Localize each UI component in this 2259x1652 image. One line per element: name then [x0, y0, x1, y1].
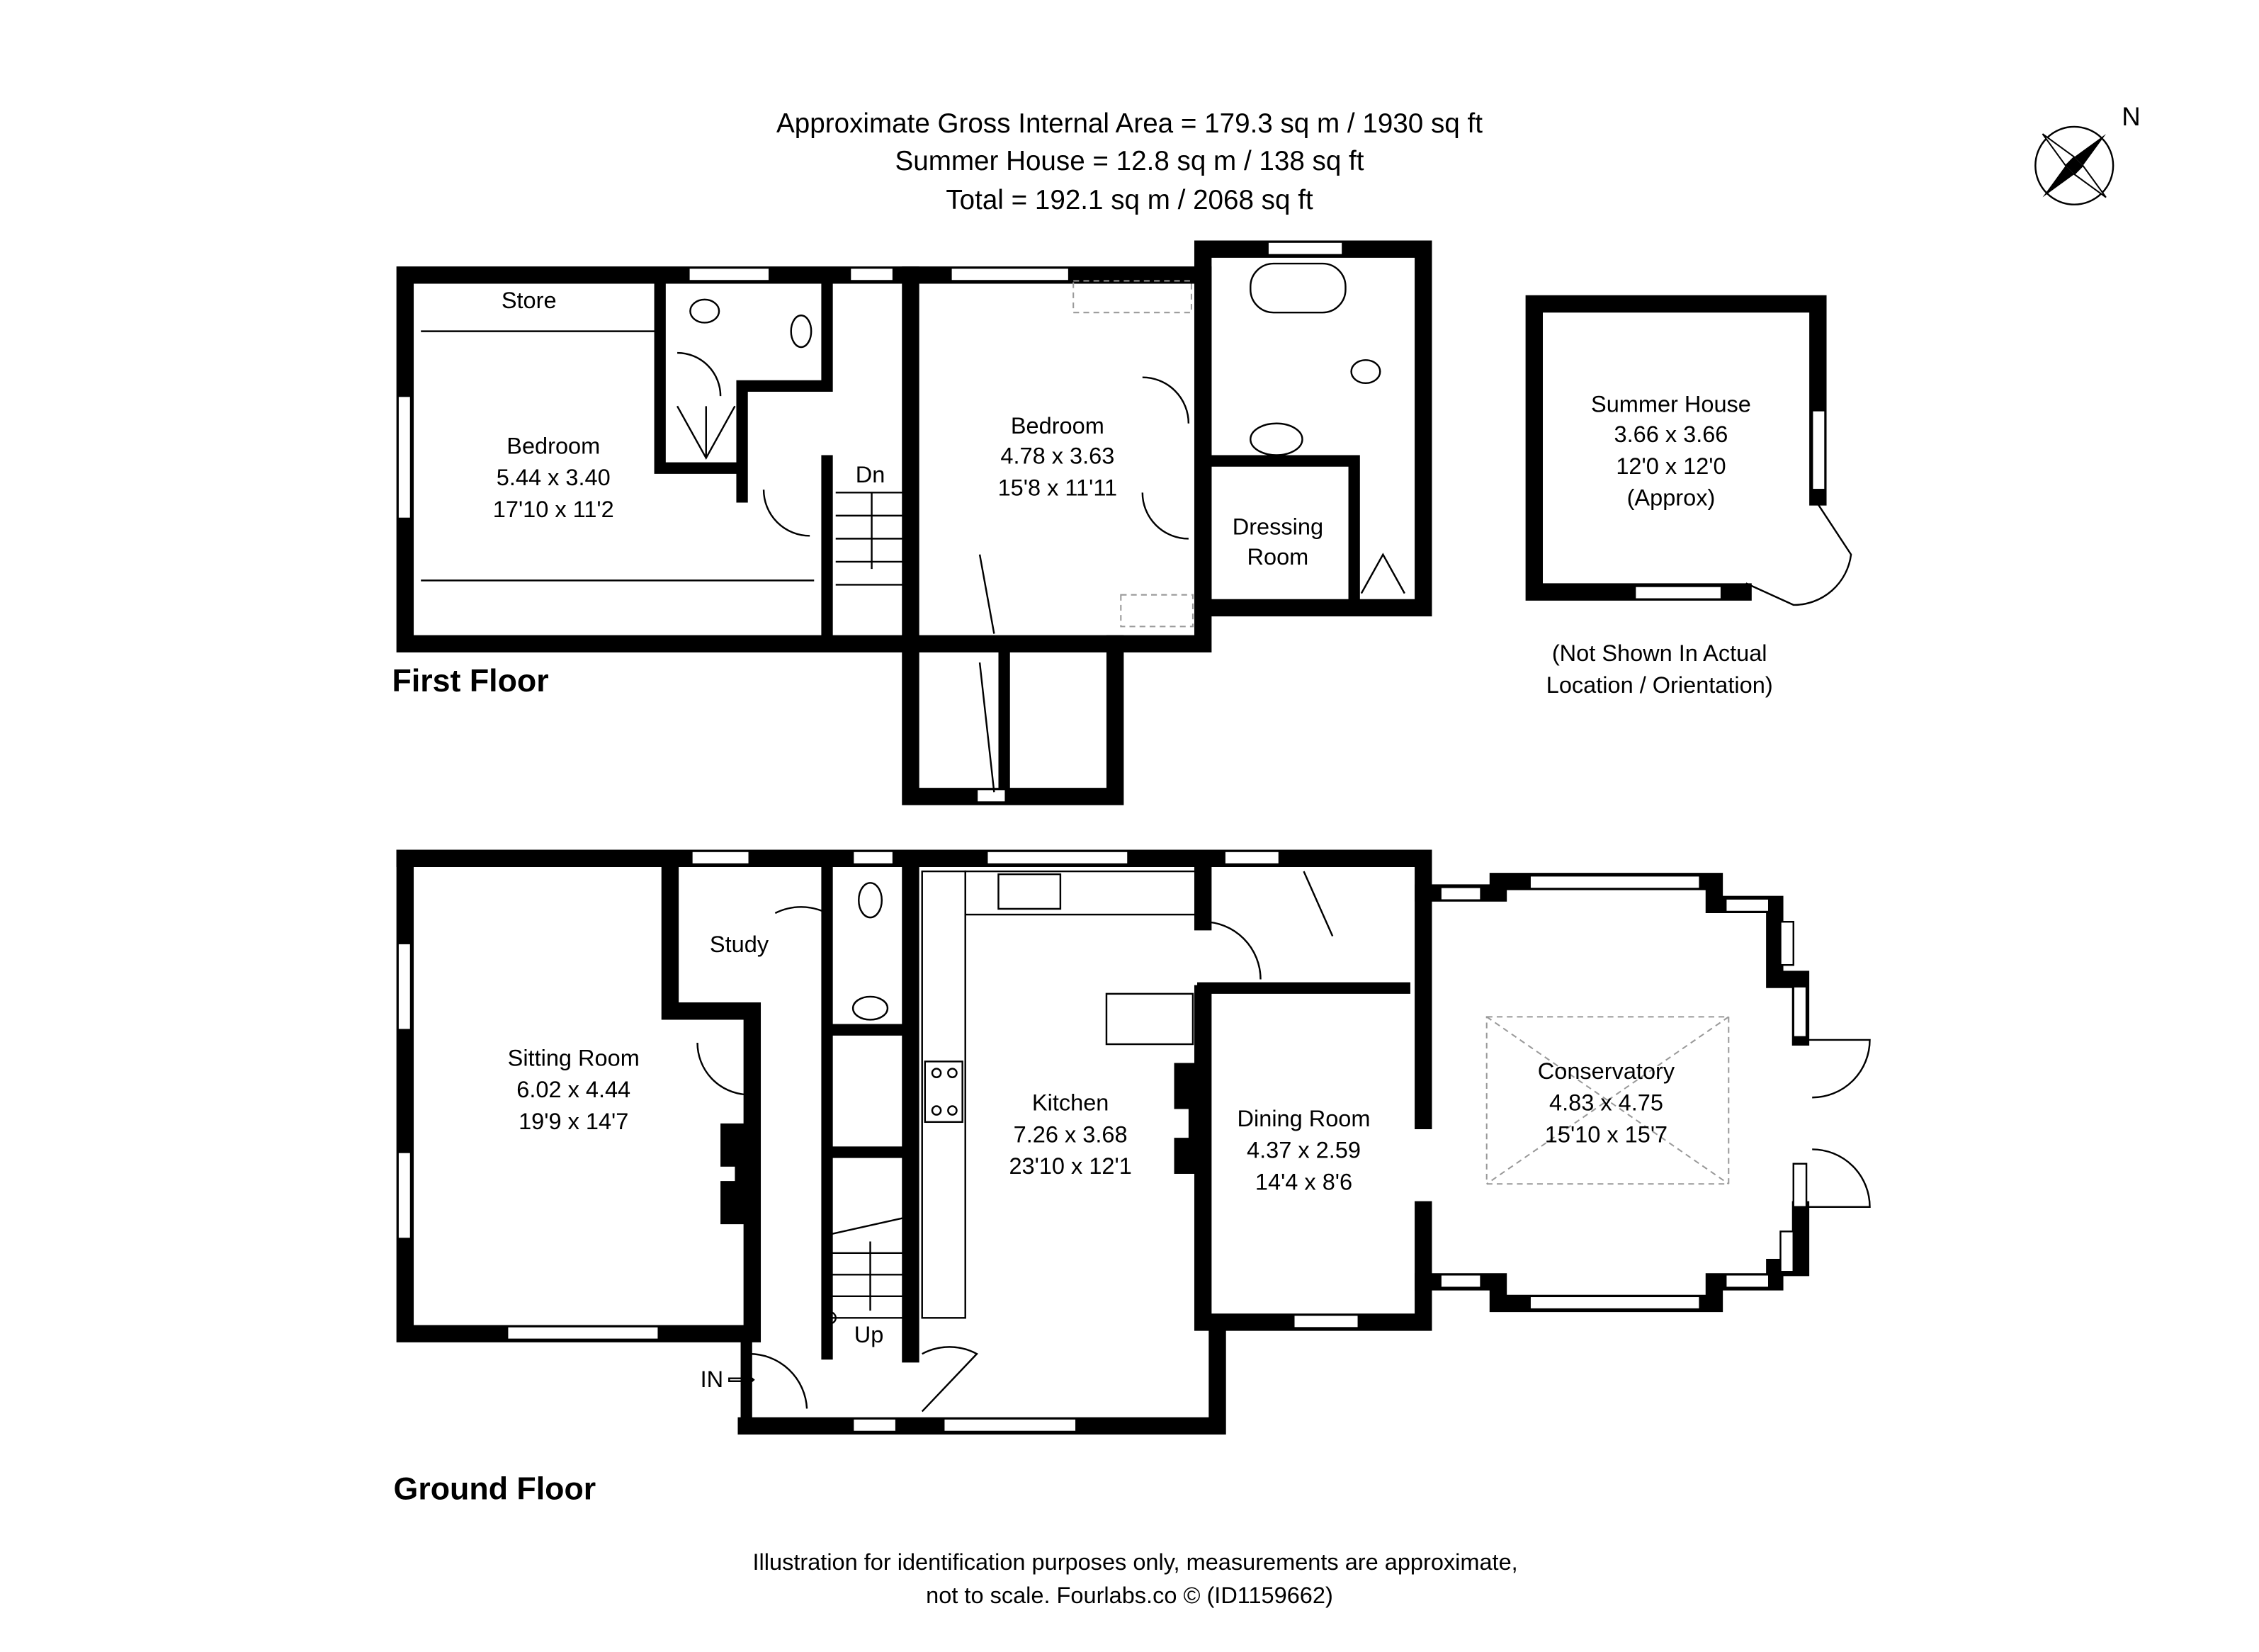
- kitchen-imperial: 23'10 x 12'1: [1009, 1153, 1131, 1179]
- dining-room-name: Dining Room: [1238, 1106, 1371, 1131]
- summer-house-caption-1: (Not Shown In Actual: [1552, 640, 1767, 666]
- entrance-arrow-icon: [728, 1369, 755, 1391]
- total-area-text: Total = 192.1 sq m / 2068 sq ft: [946, 185, 1313, 215]
- bedroom2-metric: 4.78 x 3.63: [1000, 443, 1114, 469]
- sitting-room-imperial: 19'9 x 14'7: [519, 1109, 628, 1134]
- conservatory-metric: 4.83 x 4.75: [1549, 1090, 1663, 1116]
- store-label: Store: [502, 288, 557, 313]
- ground-floor-title: Ground Floor: [394, 1471, 596, 1506]
- summer-house-area-text: Summer House = 12.8 sq m / 138 sq ft: [895, 146, 1364, 176]
- compass-north-label: N: [2122, 102, 2140, 131]
- bedroom1-imperial: 17'10 x 11'2: [493, 497, 614, 522]
- summer-house-imperial: 12'0 x 12'0: [1616, 453, 1726, 479]
- disclaimer-line-1: Illustration for identification purposes…: [753, 1549, 1518, 1575]
- bedroom1-name: Bedroom: [506, 433, 600, 458]
- conservatory-name: Conservatory: [1538, 1058, 1675, 1084]
- bedroom2-name: Bedroom: [1011, 413, 1104, 439]
- first-floor-plan: Store Bedroom 5.44 x 3.40 17'10 x 11'2 B…: [392, 240, 1432, 805]
- dining-room-metric: 4.37 x 2.59: [1247, 1138, 1361, 1163]
- summer-house-caption-2: Location / Orientation): [1546, 672, 1773, 698]
- summer-house-plan: Summer House 3.66 x 3.66 12'0 x 12'0 (Ap…: [1525, 295, 1852, 698]
- dressing-room-label: Dressing: [1233, 514, 1323, 539]
- bedroom1-metric: 5.44 x 3.40: [497, 465, 611, 490]
- area-summary: Approximate Gross Internal Area = 179.3 …: [776, 108, 1483, 215]
- ground-floor-stairs: [823, 1216, 908, 1325]
- gross-area-text: Approximate Gross Internal Area = 179.3 …: [776, 108, 1483, 139]
- first-floor-title: First Floor: [392, 664, 549, 698]
- conservatory-imperial: 15'10 x 15'7: [1545, 1121, 1668, 1147]
- disclaimer-line-2: not to scale. Fourlabs.co © (ID1159662): [926, 1583, 1333, 1608]
- summer-house-name: Summer House: [1591, 391, 1751, 417]
- dining-room-imperial: 14'4 x 8'6: [1255, 1169, 1352, 1194]
- stairs-up-label: Up: [854, 1322, 884, 1347]
- first-floor-stairs: [835, 492, 908, 586]
- dressing-room-label-2: Room: [1247, 544, 1309, 570]
- stairs-down-label: Dn: [856, 462, 885, 487]
- kitchen-name: Kitchen: [1032, 1090, 1109, 1116]
- study-label: Study: [710, 932, 769, 957]
- sitting-room-name: Sitting Room: [508, 1046, 640, 1071]
- kitchen-metric: 7.26 x 3.68: [1014, 1121, 1128, 1147]
- entrance-label: IN: [701, 1367, 724, 1392]
- bedroom2-imperial: 15'8 x 11'11: [998, 475, 1117, 500]
- summer-house-approx: (Approx): [1627, 485, 1716, 511]
- summer-house-metric: 3.66 x 3.66: [1614, 422, 1728, 447]
- ground-floor-plan: Study Sitting Room 6.02 x 4.44 19'9 x 14…: [394, 849, 1871, 1506]
- sitting-room-metric: 6.02 x 4.44: [516, 1077, 630, 1102]
- compass-icon: N: [2034, 102, 2141, 205]
- disclaimer: Illustration for identification purposes…: [753, 1549, 1518, 1608]
